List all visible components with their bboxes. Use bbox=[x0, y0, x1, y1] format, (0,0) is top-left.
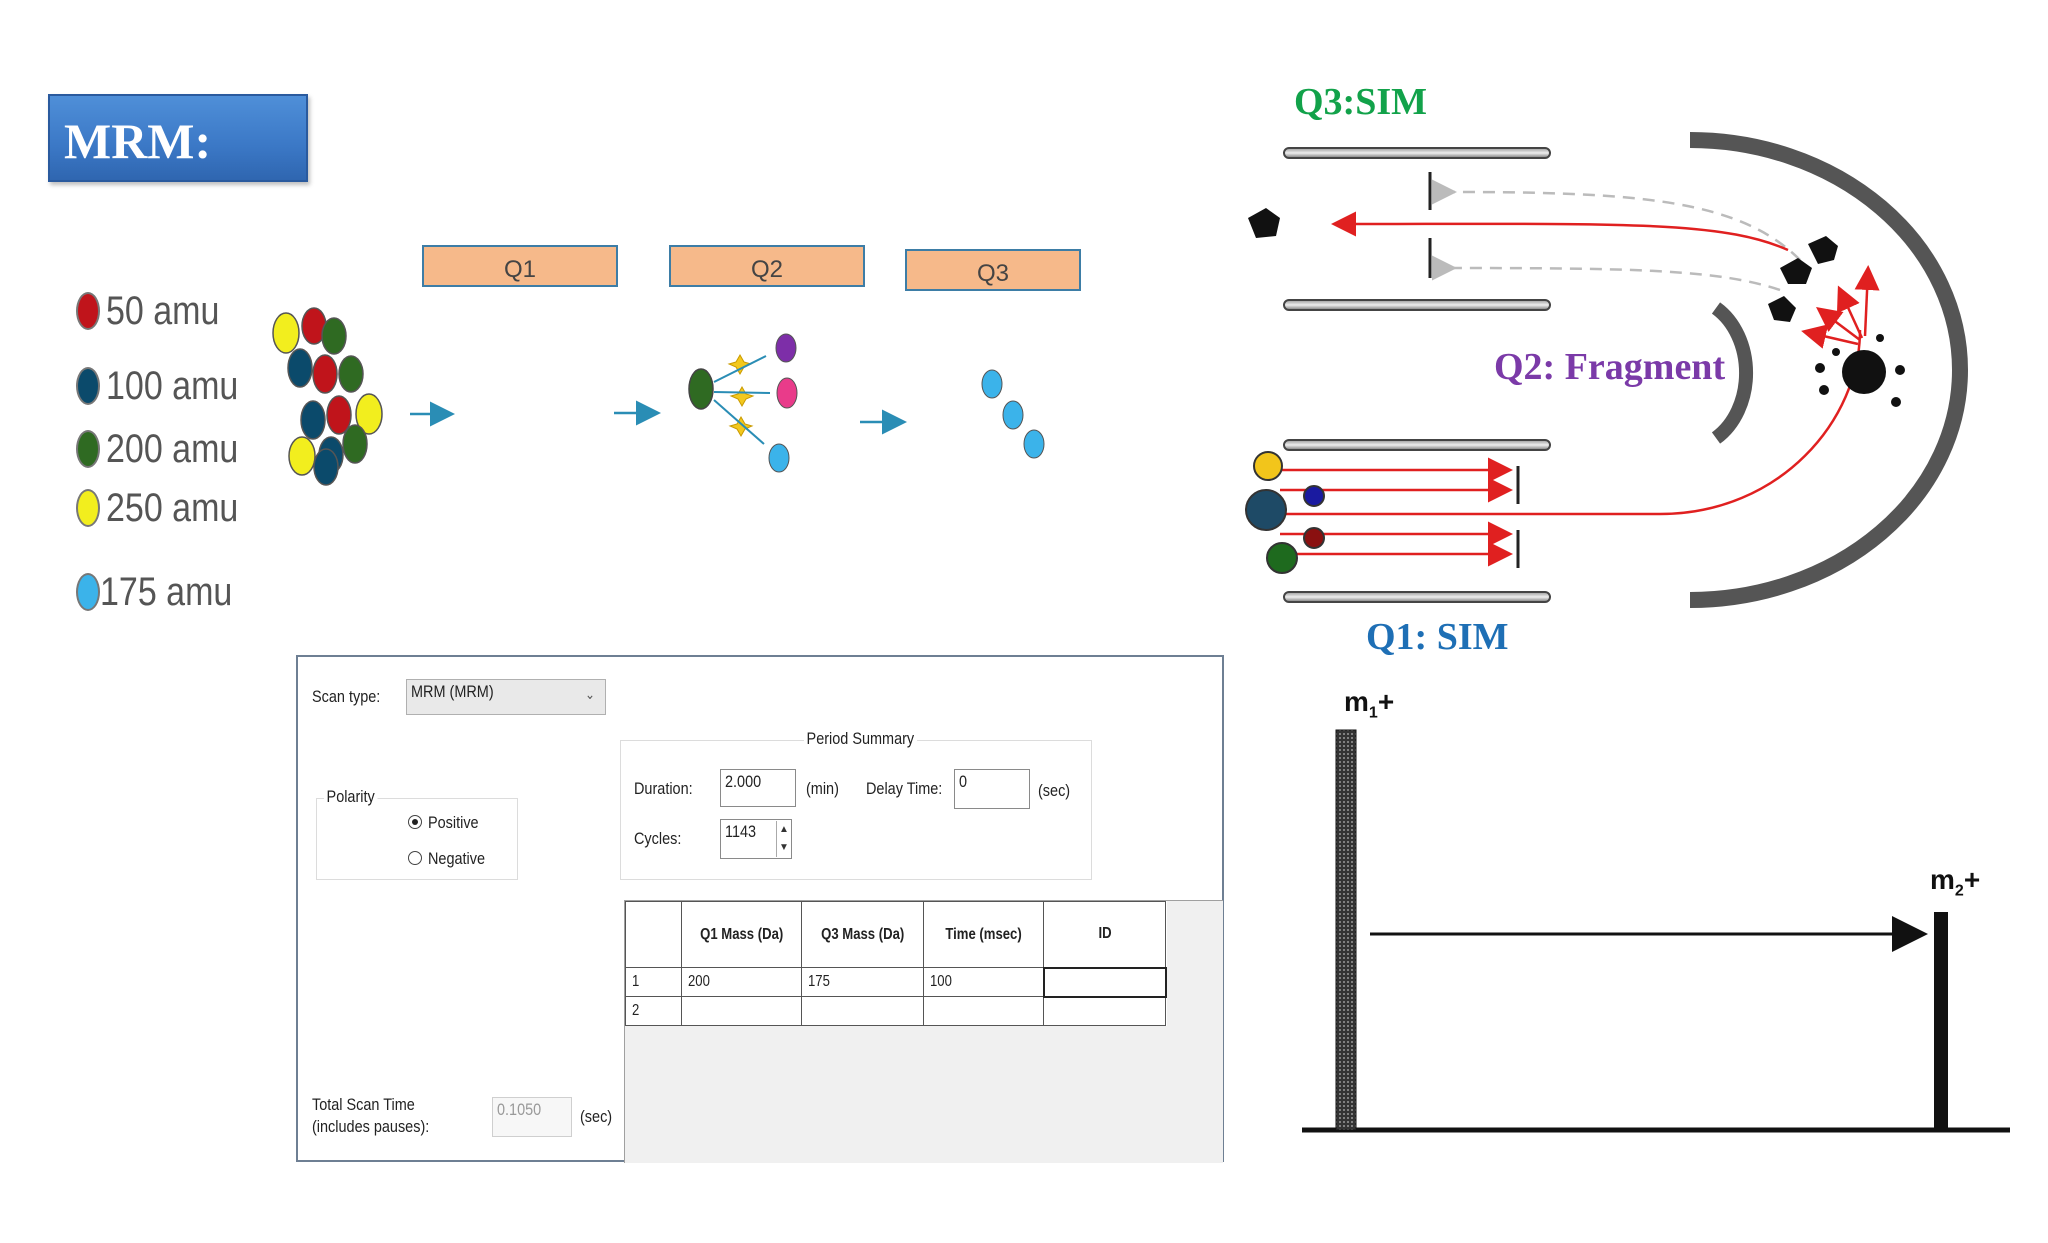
negative-label: Negative bbox=[428, 849, 486, 868]
total-scan-input: 0.1050 bbox=[492, 1097, 572, 1137]
table-header[interactable]: Q1 Mass (Da) bbox=[681, 901, 802, 968]
q3-output-ions bbox=[981, 369, 1045, 459]
ion-cluster bbox=[272, 307, 383, 486]
q1-sim-label: Q1: SIM bbox=[1366, 616, 1509, 658]
legend-dot-navy bbox=[76, 367, 100, 405]
title-text: MRM: bbox=[64, 113, 212, 169]
fragmentation-event bbox=[688, 333, 798, 473]
cycles-stepper[interactable]: ▲▼ bbox=[776, 821, 791, 857]
legend-label: 100 amu bbox=[106, 363, 239, 408]
peak-m2 bbox=[1934, 912, 1948, 1130]
q3-sim-label: Q3:SIM bbox=[1294, 81, 1427, 123]
legend-label: 50 amu bbox=[106, 288, 220, 333]
title-box: MRM: bbox=[48, 94, 308, 182]
legend-item-175: 175 amu bbox=[76, 567, 256, 617]
legend-label: 175 amu bbox=[100, 569, 233, 614]
table-header[interactable]: Time (msec) bbox=[923, 901, 1044, 968]
period-summary-group bbox=[620, 740, 1092, 880]
table-cell[interactable] bbox=[681, 996, 802, 1026]
scan-type-select[interactable]: MRM (MRM) ⌄ bbox=[406, 679, 606, 715]
mrm-transition-table: Q1 Mass (Da) Q3 Mass (Da) Time (msec) ID… bbox=[625, 901, 1167, 1026]
quad-box-q1: Q1 bbox=[422, 245, 618, 287]
quadrupole-rods bbox=[1283, 147, 1551, 603]
duration-unit: (min) bbox=[806, 779, 839, 798]
quad-box-q3: Q3 bbox=[905, 249, 1081, 291]
legend-dot-green bbox=[76, 430, 100, 468]
row-index: 2 bbox=[625, 996, 682, 1026]
mrm-settings-panel: Scan type: MRM (MRM) ⌄ Polarity Positive… bbox=[296, 655, 1224, 1163]
q2-fragment-label: Q2: Fragment bbox=[1494, 346, 1726, 388]
delay-input[interactable]: 0 bbox=[954, 769, 1030, 809]
table-cell[interactable] bbox=[801, 996, 924, 1026]
table-header bbox=[625, 901, 682, 968]
collision-cell-inner bbox=[1711, 302, 1754, 444]
delay-label: Delay Time: bbox=[866, 779, 943, 798]
table-header[interactable]: Q3 Mass (Da) bbox=[801, 901, 924, 968]
table-cell[interactable]: 175 bbox=[801, 967, 924, 997]
duration-label: Duration: bbox=[634, 779, 693, 798]
collision-cell-outer bbox=[1689, 132, 1968, 608]
table-cell[interactable]: 200 bbox=[681, 967, 802, 997]
table-cell[interactable] bbox=[1042, 966, 1167, 998]
polarity-group bbox=[316, 798, 518, 880]
table-cell[interactable] bbox=[923, 996, 1044, 1026]
legend-label: 200 amu bbox=[106, 426, 239, 471]
legend-item-50: 50 amu bbox=[76, 286, 239, 336]
cycles-input[interactable]: 1143 bbox=[720, 819, 792, 859]
quad-box-q2: Q2 bbox=[669, 245, 865, 287]
scan-type-label: Scan type: bbox=[312, 687, 381, 706]
peak2-label: m2+ bbox=[1930, 864, 1981, 900]
table-header[interactable]: ID bbox=[1043, 901, 1166, 968]
peak1-label: m1+ bbox=[1344, 686, 1395, 722]
duration-input[interactable]: 2.000 bbox=[720, 769, 796, 807]
table-header-row: Q1 Mass (Da) Q3 Mass (Da) Time (msec) ID bbox=[625, 901, 1166, 968]
radio-positive[interactable] bbox=[408, 815, 422, 829]
legend-label: 250 amu bbox=[106, 485, 239, 530]
row-index: 1 bbox=[625, 967, 682, 997]
spectrum-plot bbox=[1302, 729, 2010, 1133]
legend-dot-yellow bbox=[76, 489, 100, 527]
legend-dot-cyan bbox=[76, 573, 100, 611]
legend-item-250: 250 amu bbox=[76, 483, 262, 533]
total-scan-unit: (sec) bbox=[580, 1107, 613, 1126]
legend-dot-red bbox=[76, 292, 100, 330]
table-row: 2 bbox=[625, 996, 1166, 1026]
legend-item-200: 200 amu bbox=[76, 424, 262, 474]
positive-label: Positive bbox=[428, 813, 479, 832]
mrm-table-area: Q1 Mass (Da) Q3 Mass (Da) Time (msec) ID… bbox=[624, 900, 1223, 1163]
table-cell[interactable] bbox=[1043, 996, 1166, 1026]
cycles-label: Cycles: bbox=[634, 829, 682, 848]
instrument-schematic bbox=[1245, 132, 1968, 608]
radio-negative[interactable] bbox=[408, 851, 422, 865]
table-cell[interactable]: 100 bbox=[923, 967, 1044, 997]
peak-m1 bbox=[1335, 729, 1357, 1131]
period-summary-label: Period Summary bbox=[804, 729, 917, 749]
table-row: 1 200 175 100 bbox=[625, 966, 1167, 998]
precursor-ions bbox=[1245, 451, 1325, 574]
delay-unit: (sec) bbox=[1038, 781, 1071, 800]
legend-item-100: 100 amu bbox=[76, 361, 262, 411]
ion-flow-diagram bbox=[272, 307, 1045, 486]
polarity-label: Polarity bbox=[324, 787, 378, 807]
fragments bbox=[1248, 208, 1905, 407]
total-scan-label-2: (includes pauses): bbox=[312, 1117, 430, 1136]
chevron-down-icon: ⌄ bbox=[585, 686, 596, 702]
total-scan-label: Total Scan Time bbox=[312, 1095, 415, 1114]
